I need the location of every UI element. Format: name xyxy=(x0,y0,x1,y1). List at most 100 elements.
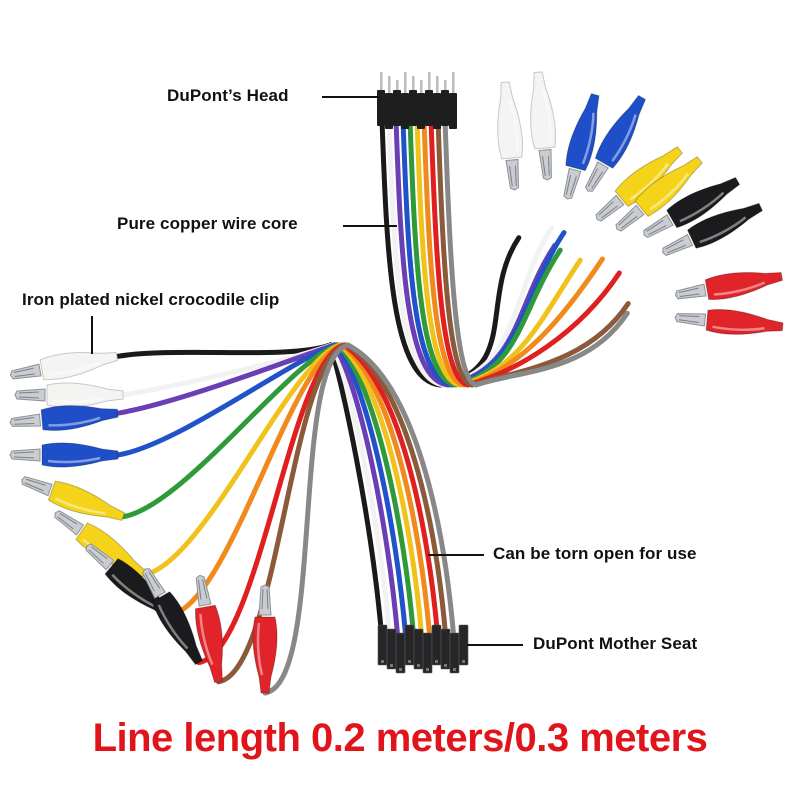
dupont-female-socket xyxy=(440,628,451,670)
clip-highlight xyxy=(111,573,155,607)
clip-boot-blue xyxy=(565,93,600,172)
top-clip-black xyxy=(662,202,764,257)
clip-highlight xyxy=(713,281,766,296)
clip-jaw-teeth xyxy=(18,391,40,399)
socket-hole xyxy=(453,668,456,671)
clip-boot-red xyxy=(194,604,224,684)
top-clip-blue xyxy=(584,94,647,192)
clip-jaw xyxy=(595,194,625,222)
top-clip-white xyxy=(497,81,523,191)
socket-hole xyxy=(462,660,465,663)
bottom-ribbon-wires xyxy=(114,341,457,696)
callout-torn-open: Can be torn open for use xyxy=(493,544,697,563)
clip-jaw xyxy=(9,448,41,462)
top-clip-yellow xyxy=(615,156,703,232)
dupont-male-housing xyxy=(433,93,441,129)
male-pin xyxy=(412,76,415,98)
callout-mother-seat: DuPont Mother Seat xyxy=(533,634,698,653)
dupont-female-socket xyxy=(422,632,433,674)
bottom-clip-blue xyxy=(9,405,119,431)
clip-jaw-teeth xyxy=(13,367,35,377)
clip-boot-black xyxy=(666,176,741,229)
clip-jaw xyxy=(85,543,115,571)
clip-jaw-teeth xyxy=(587,168,604,189)
socket-hole xyxy=(426,668,429,671)
clip-jaw-teeth xyxy=(144,571,161,592)
leader-line-copper-core xyxy=(343,225,397,227)
clip-jaw xyxy=(21,476,53,497)
dupont-female-socket xyxy=(377,624,388,666)
socket-hole xyxy=(381,660,384,663)
clip-highlight xyxy=(48,416,101,427)
male-pin xyxy=(436,76,439,98)
callout-dupont-head: DuPont’s Head xyxy=(167,86,289,105)
top-ribbon-wires xyxy=(379,117,631,388)
headline-line-length: Line length 0.2 meters/0.3 meters xyxy=(92,716,708,760)
leader-line-mother-seat xyxy=(467,644,523,646)
clip-highlight xyxy=(699,216,747,244)
clip-jaw-teeth xyxy=(261,588,269,610)
top-wire-9 xyxy=(442,117,630,388)
clip-jaw xyxy=(674,313,707,327)
clip-highlight xyxy=(649,172,689,211)
dupont-male-housing xyxy=(377,90,385,126)
clip-jaw-teeth xyxy=(678,287,700,297)
clip-boot-yellow xyxy=(47,480,126,522)
clip-jaw-teeth xyxy=(565,174,577,196)
clip-jaw-teeth xyxy=(509,165,517,187)
socket-hole xyxy=(435,660,438,663)
male-pin xyxy=(420,80,423,102)
clip-boot-blue xyxy=(40,405,119,431)
male-pin xyxy=(388,76,391,98)
clip-highlight xyxy=(581,112,595,165)
top-clip-red xyxy=(674,309,784,335)
dupont-female-socket xyxy=(404,624,415,666)
dupont-male-housing xyxy=(449,93,457,129)
socket-hole xyxy=(408,660,411,663)
clip-jaw-teeth xyxy=(665,239,687,254)
bottom-clip-blue xyxy=(9,442,119,468)
dupont-male-housing xyxy=(441,90,449,126)
leader-line-torn-open xyxy=(428,554,484,556)
clip-boot-red xyxy=(252,616,278,694)
bottom-crocodile-clips xyxy=(9,351,278,694)
clip-boot-white xyxy=(46,382,124,408)
clip-jaw-teeth xyxy=(646,219,667,236)
clip-jaw xyxy=(14,388,46,402)
clip-highlight xyxy=(611,114,637,162)
bottom-clip-red xyxy=(194,574,224,684)
socket-hole xyxy=(444,664,447,667)
clip-highlight xyxy=(157,604,189,650)
clip-boot-black xyxy=(686,202,764,249)
dupont-female-socket xyxy=(386,628,397,670)
clip-jaw xyxy=(563,167,582,200)
top-wire-5 xyxy=(414,117,583,388)
clip-boot-red xyxy=(705,309,784,335)
dupont-male-housing xyxy=(393,90,401,126)
clip-jaw-teeth xyxy=(198,578,208,600)
top-clip-black xyxy=(643,176,741,239)
clip-jaw-teeth xyxy=(13,451,35,459)
dupont-male-housing xyxy=(385,93,393,129)
clip-jaw-teeth xyxy=(13,417,35,425)
bottom-clip-white xyxy=(14,382,124,408)
clip-boot-white xyxy=(39,351,119,381)
dupont-female-socket xyxy=(395,632,406,674)
leader-line-crocodile-clip xyxy=(91,316,93,354)
dupont-female-socket xyxy=(449,632,460,674)
clip-jaw xyxy=(505,158,519,191)
clip-jaw xyxy=(662,233,694,257)
male-pin xyxy=(452,72,455,94)
clip-boot-black xyxy=(151,591,204,666)
clip-boot-blue xyxy=(594,94,647,169)
clip-highlight xyxy=(679,191,725,223)
clip-highlight xyxy=(48,361,101,376)
clip-jaw xyxy=(615,204,645,232)
clip-highlight xyxy=(508,99,519,152)
callout-copper-core: Pure copper wire core xyxy=(117,214,298,233)
dupont-female-socket xyxy=(413,628,424,670)
clip-jaw-teeth xyxy=(542,155,550,177)
bottom-clip-black xyxy=(141,568,204,666)
bottom-dupont-female-seats xyxy=(377,624,469,674)
